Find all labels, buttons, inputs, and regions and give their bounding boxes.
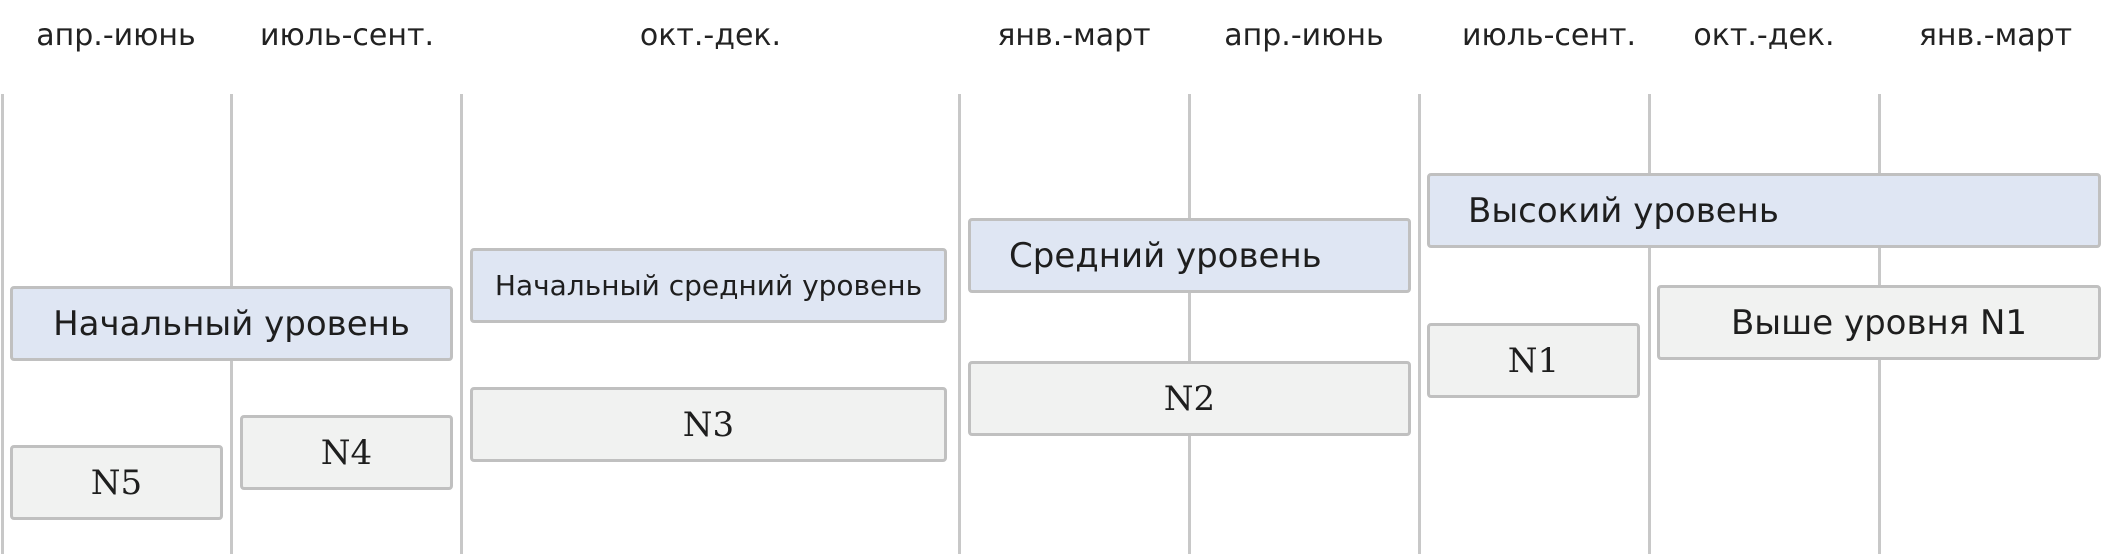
level-box-advanced: Высокий уровень [1427, 173, 2101, 248]
jlpt-box-above-n1: Выше уровня N1 [1657, 285, 2101, 360]
period-header: июль-сент. [259, 18, 434, 53]
period-header: янв.-март [1918, 18, 2073, 53]
period-header: окт.-дек. [1693, 18, 1835, 53]
period-header: апр.-июнь [1224, 18, 1384, 53]
grid-line [460, 94, 463, 554]
grid-line [1, 94, 4, 554]
grid-line [1648, 94, 1651, 554]
level-box-pre-intermediate: Начальный средний уровень [470, 248, 947, 323]
jlpt-box-n4: N4 [240, 415, 453, 490]
period-header: окт.-дек. [639, 18, 782, 53]
level-box-intermediate: Средний уровень [968, 218, 1411, 293]
jlpt-box-n2: N2 [968, 361, 1411, 436]
jlpt-box-n5: N5 [10, 445, 223, 520]
jlpt-box-n3: N3 [470, 387, 947, 462]
grid-line [1188, 94, 1191, 554]
jlpt-box-n1: N1 [1427, 323, 1640, 398]
grid-line [958, 94, 961, 554]
period-header: апр.-июнь [36, 18, 196, 53]
grid-line [1418, 94, 1421, 554]
period-header: июль-сент. [1461, 18, 1636, 53]
level-box-beginner: Начальный уровень [10, 286, 453, 361]
period-header: янв.-март [997, 18, 1151, 53]
